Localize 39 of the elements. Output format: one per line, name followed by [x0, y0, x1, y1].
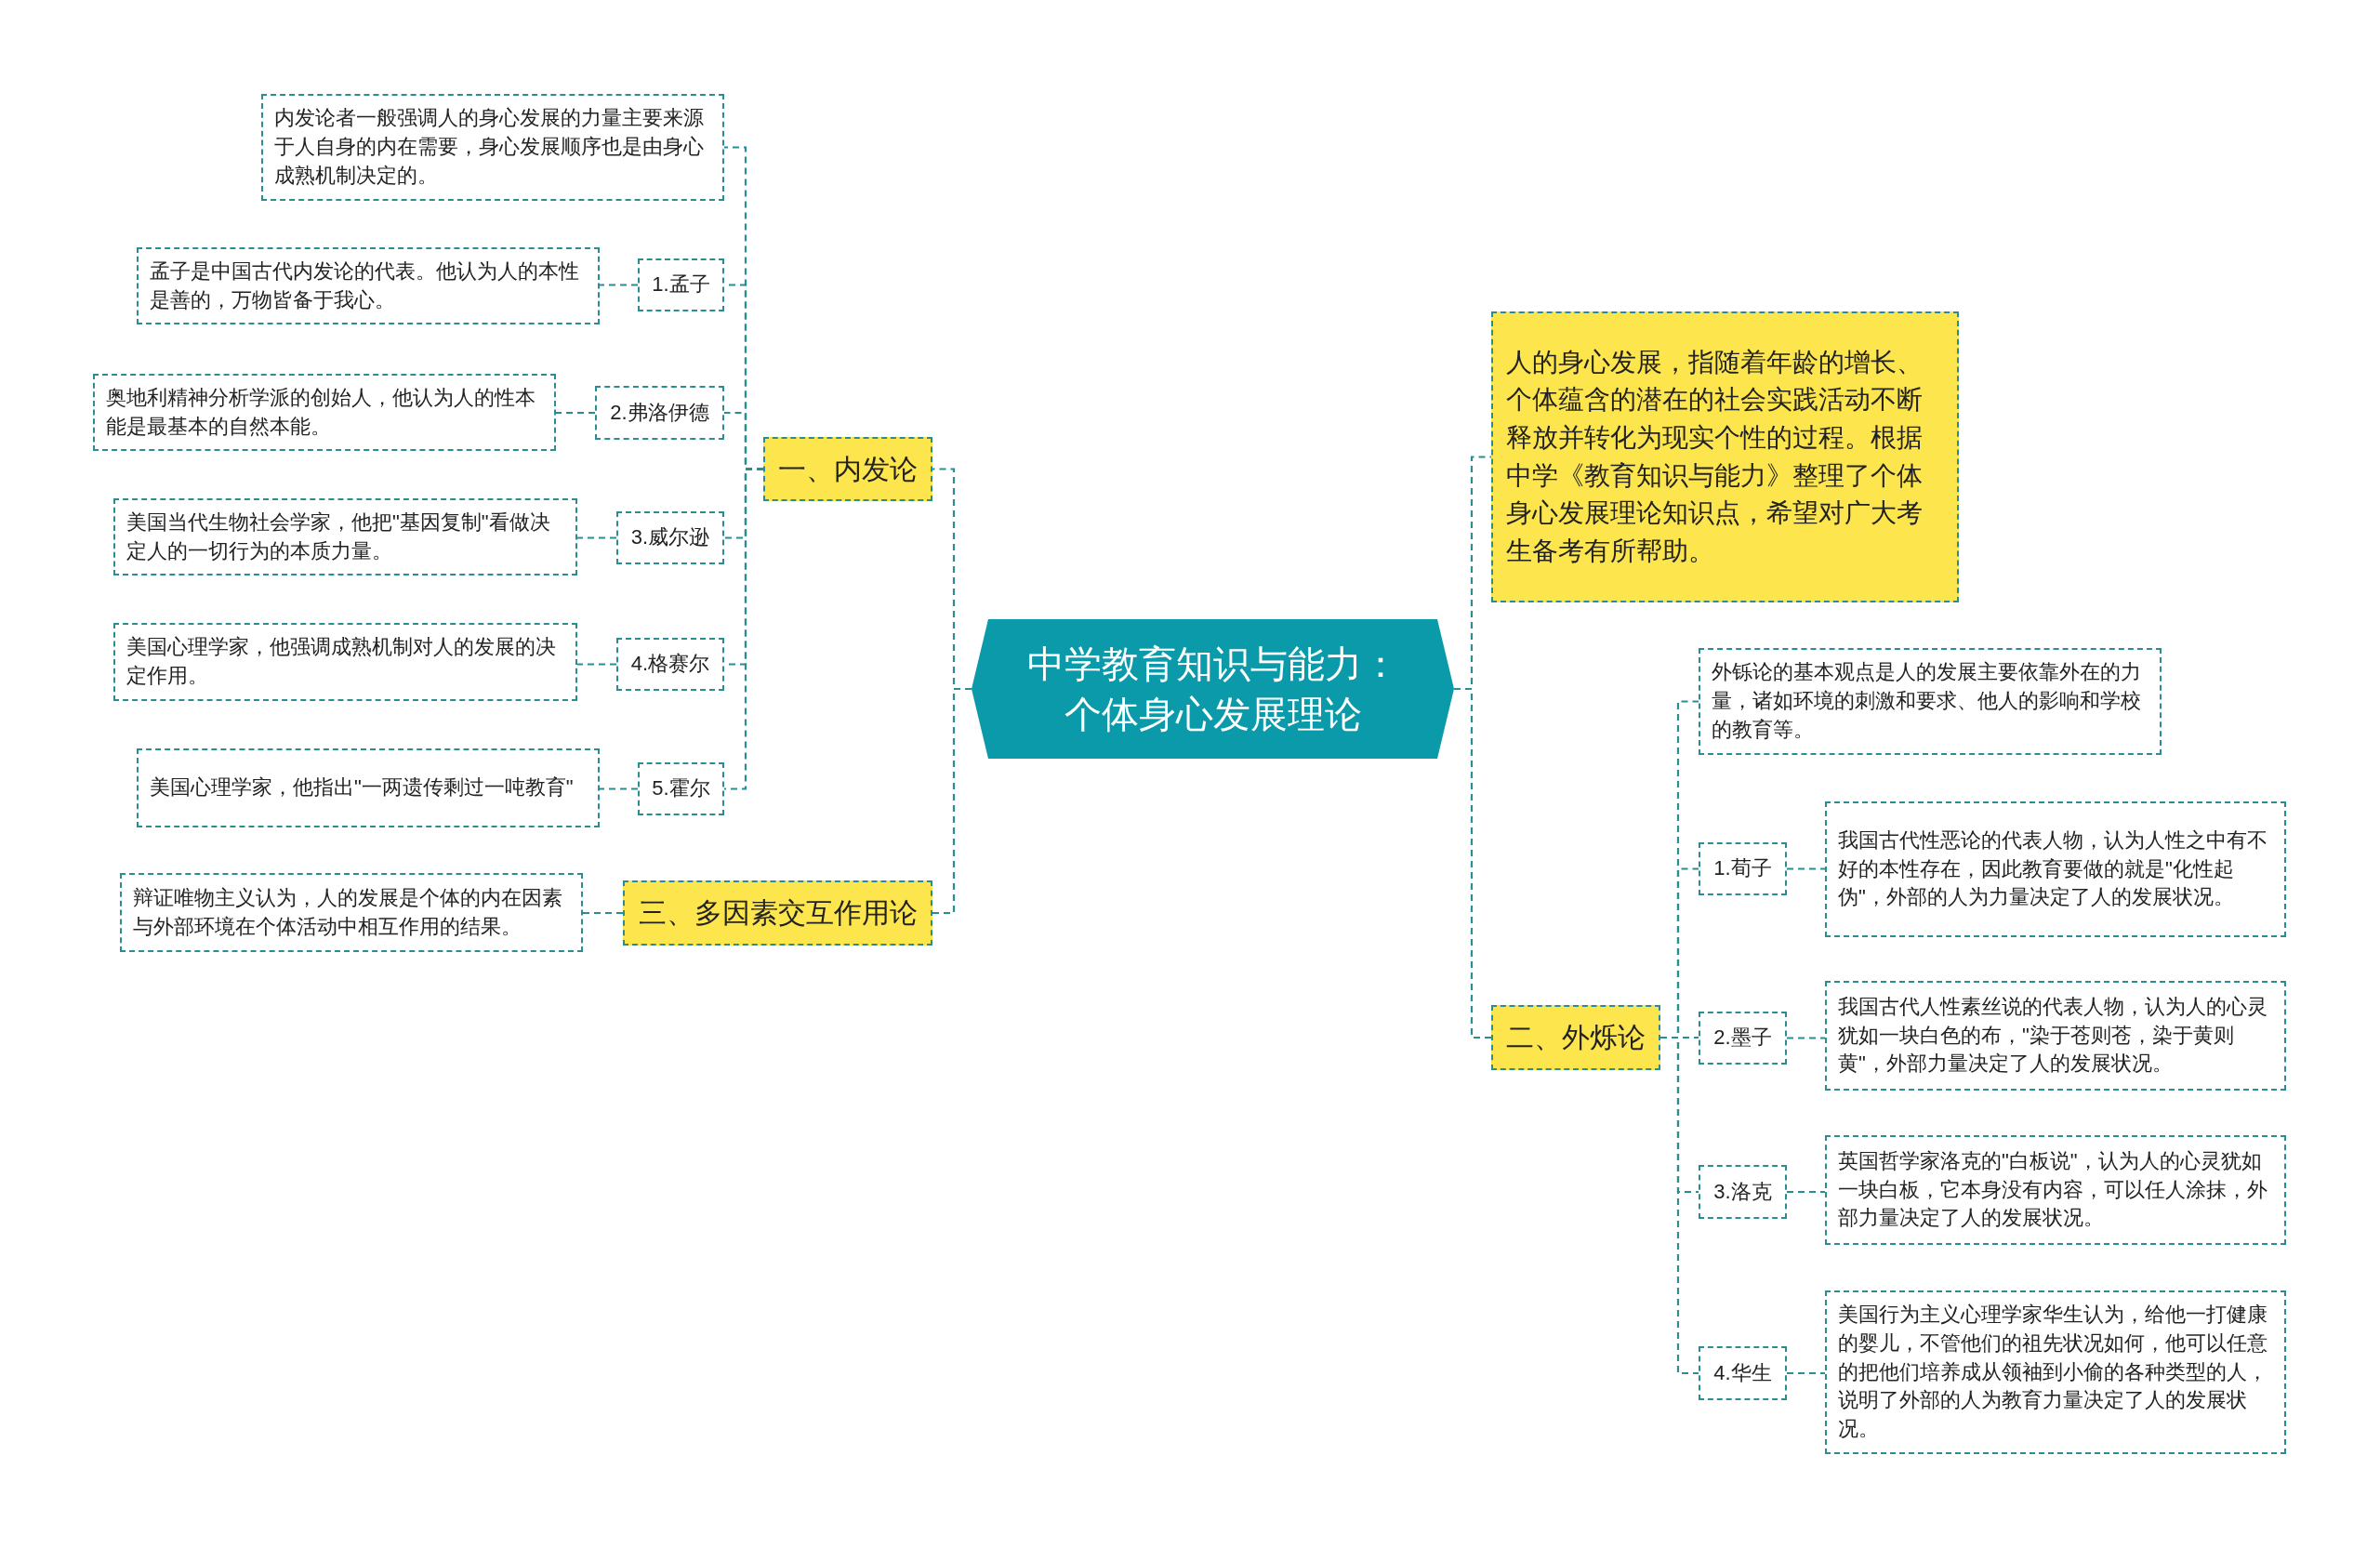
note-box: 外铄论的基本观点是人的发展主要依靠外在的力量，诸如环境的刺激和要求、他人的影响和学校的教育等。 [1699, 648, 2162, 755]
connector-line [1787, 1190, 1825, 1194]
label-box: 4.华生 [1699, 1346, 1787, 1400]
label-box: 2.墨子 [1699, 1012, 1787, 1065]
connector-line [1787, 867, 1825, 870]
note-box: 美国当代生物社会学家，他把"基因复制"看做决定人的一切行为的本质力量。 [113, 498, 577, 576]
connector-line [1787, 1371, 1825, 1375]
connector-line [600, 284, 638, 286]
label-box: 5.霍尔 [638, 762, 724, 815]
label-box: 4.格赛尔 [616, 638, 724, 691]
branch-box: 二、外烁论 [1491, 1005, 1660, 1070]
note-box: 美国行为主义心理学家华生认为，给他一打健康的婴儿，不管他们的祖先状况如何，他可以任意的把他们培养成从领袖到小偷的各种类型的人，说明了外部的人为教育力量决定了人的发展状况。 [1825, 1290, 2286, 1454]
note-box: 我国古代人性素丝说的代表人物，认为人的心灵犹如一块白色的布，"染于苍则苍，染于黄则黄"，外部力量决定了人的发展状况。 [1825, 981, 2286, 1091]
note-box: 辩证唯物主义认为，人的发展是个体的内在因素与外部环境在个体活动中相互作用的结果。 [120, 873, 583, 952]
note-box: 美国心理学家，他强调成熟机制对人的发展的决定作用。 [113, 623, 577, 701]
label-box: 2.弗洛伊德 [595, 386, 724, 440]
connector-line [600, 787, 638, 790]
topic-hexagon: 中学教育知识与能力：个体身心发展理论 [972, 619, 1454, 759]
note-box: 奥地利精神分析学派的创始人，他认为人的性本能是最基本的自然本能。 [93, 374, 556, 451]
connector-line [1787, 1037, 1825, 1039]
label-box: 3.洛克 [1699, 1165, 1787, 1219]
connector-line [577, 536, 616, 539]
connector-line [1454, 687, 1491, 1039]
connector-line [583, 911, 623, 915]
connector-line [577, 663, 616, 666]
branch-box: 三、多因素交互作用论 [623, 880, 932, 946]
note-box: 孟子是中国古代内发论的代表。他认为人的本性是善的，万物皆备于我心。 [137, 247, 600, 324]
connector-line [556, 411, 595, 415]
connector-line [1660, 1036, 1699, 1375]
branch-box: 一、内发论 [763, 437, 932, 501]
note-box: 人的身心发展，指随着年龄的增长、个体蕴含的潜在的社会实践活动不断释放并转化为现实个性的过程。根据中学《教育知识与能力》整理了个体身心发展理论知识点，希望对广大考生备考有所帮助。 [1491, 311, 1959, 602]
label-box: 3.威尔逊 [616, 511, 724, 564]
label-box: 1.荀子 [1699, 842, 1787, 895]
note-box: 我国古代性恶论的代表人物，认为人性之中有不好的本性存在，因此教育要做的就是"化性起伪"，外部的人为力量决定了人的发展状况。 [1825, 801, 2286, 937]
note-box: 英国哲学家洛克的"白板说"，认为人的心灵犹如一块白板，它本身没有内容，可以任人涂抹，外部力量决定了人的发展状况。 [1825, 1135, 2286, 1245]
connector-line [932, 687, 972, 915]
note-box: 内发论者一般强调人的身心发展的力量主要来源于人自身的内在需要，身心发展顺序也是由身心成熟机制决定的。 [261, 94, 724, 201]
label-box: 1.孟子 [638, 258, 724, 311]
note-box: 美国心理学家，他指出"一两遗传剩过一吨教育" [137, 748, 600, 827]
